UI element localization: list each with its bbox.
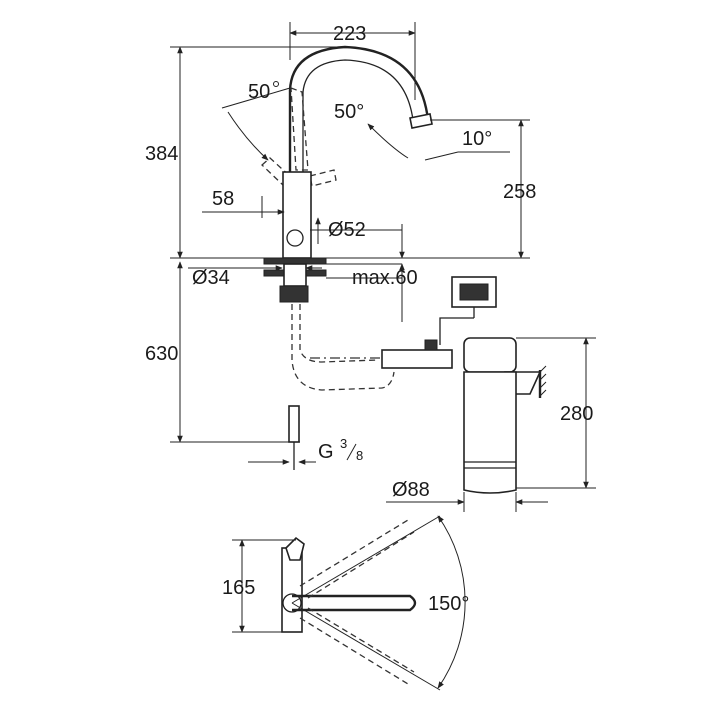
dim-connection-thread: G 3 8 [318,436,363,463]
swivel-arc [437,515,466,689]
dim-filter-height: 280 [560,403,593,425]
dim-hole-diameter: Ø34 [192,267,230,289]
top-view-pivot [282,593,302,613]
dim-connection-numerator: 3 [340,436,347,451]
dim-max-thickness: max.60 [352,267,418,289]
spout-swivel-up [299,519,415,599]
dim-total-height: 384 [145,143,178,165]
supply-hose-2 [299,304,379,363]
dim-handle-offset: 58 [212,188,234,210]
base-washer-top [263,257,327,265]
filter-assembly [381,276,547,494]
spout-tip [409,113,433,129]
dim-spout-height: 258 [503,181,536,203]
filter-head-display-icon [459,283,489,301]
dim-connection-denominator: 8 [356,448,363,463]
fraction-slash [346,443,357,461]
spout-outline [288,45,430,172]
dim-swivel-angle: 150° [428,593,469,615]
dim-body-diameter: Ø52 [328,219,366,241]
filter-head [463,337,517,373]
wall-hatch [539,365,547,397]
filter-cartridge [463,371,517,494]
valve-knob [424,339,438,351]
top-view-handle [285,536,305,561]
body-marker [286,229,304,247]
dim-handle-angle-right: 50° [334,101,364,123]
supply-hose [291,304,395,391]
dim-top-view-height: 165 [222,577,255,599]
dim-handle-angle-left-text: 50 [248,81,270,103]
dim-filter-diameter: Ø88 [392,479,430,501]
mounting-stud [283,263,307,287]
spout-inner-outline [302,59,414,172]
spout-center-position [292,594,417,612]
dim-spout-reach: 223 [333,23,366,45]
dim-hose-length: 630 [145,343,178,365]
valve-block [381,349,453,369]
mounting-nut [279,285,309,303]
faucet-top-view [281,515,466,689]
dimension-lines [170,22,596,691]
handle-right [309,169,337,187]
dimension-labels: 223 384 258 50 50° 10° 58 Ø52 Ø34 max.60… [145,23,593,615]
dim-handle-angle-left: 50 [248,81,279,103]
g-connector [288,405,300,443]
spout-swivel-down [299,607,415,685]
faucet-front-view [261,45,440,470]
dim-spout-tilt: 10° [462,128,492,150]
dim-connection-prefix: G [318,441,334,463]
handle-raised [290,87,309,171]
display-cable-run [439,317,474,345]
degree-mark [273,81,279,87]
